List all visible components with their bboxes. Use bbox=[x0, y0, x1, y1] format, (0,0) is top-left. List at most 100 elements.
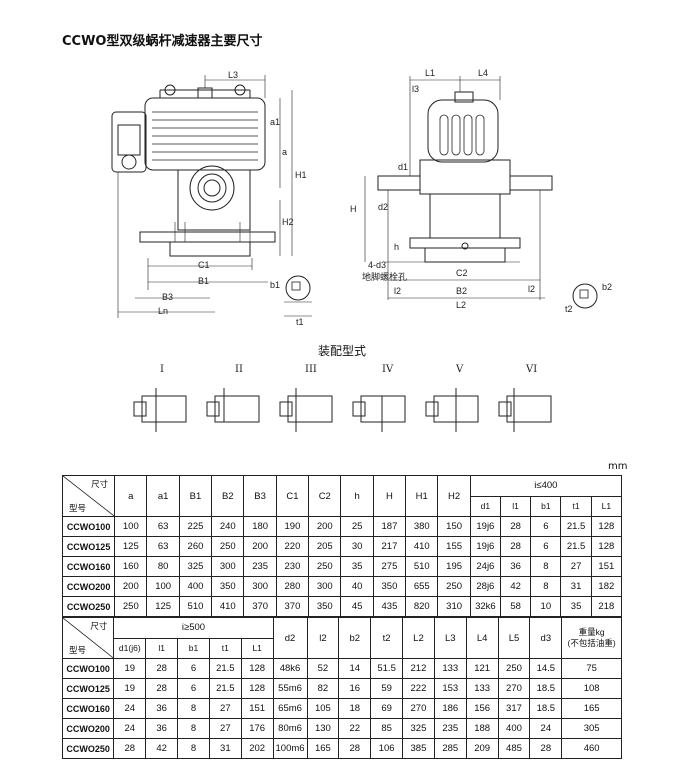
col-header: d2 bbox=[272, 617, 308, 659]
value-cell: 305 bbox=[561, 718, 622, 739]
model-cell: CCWO200 bbox=[61, 576, 116, 597]
value-cell: 28 bbox=[499, 536, 532, 557]
value-cell: 80 bbox=[146, 556, 180, 577]
label-d1: d1 bbox=[398, 162, 408, 172]
value-cell: 14.5 bbox=[529, 658, 563, 679]
value-cell: 65m6 bbox=[272, 698, 308, 719]
value-cell: 52 bbox=[306, 658, 340, 679]
label-l2-left: l2 bbox=[394, 286, 401, 296]
value-cell: 160 bbox=[114, 556, 148, 577]
value-cell: 36 bbox=[499, 556, 532, 577]
value-cell: 250 bbox=[437, 576, 471, 597]
value-cell: 128 bbox=[240, 678, 274, 699]
value-cell: 36 bbox=[145, 718, 179, 739]
value-cell: 100 bbox=[114, 516, 148, 537]
value-cell: 820 bbox=[405, 596, 439, 617]
col-header: L1 bbox=[590, 495, 623, 517]
value-cell: 121 bbox=[465, 658, 499, 679]
value-cell: 200 bbox=[243, 536, 277, 557]
assembly-type-1 bbox=[133, 388, 187, 432]
value-cell: 128 bbox=[590, 536, 623, 557]
value-cell: 300 bbox=[243, 576, 277, 597]
value-cell: 285 bbox=[433, 738, 467, 759]
value-cell: 21.5 bbox=[208, 658, 242, 679]
value-cell: 55m6 bbox=[272, 678, 308, 699]
col-header: l1 bbox=[145, 637, 179, 659]
value-cell: 106 bbox=[370, 738, 404, 759]
value-cell: 42 bbox=[499, 576, 532, 597]
value-cell: 19j6 bbox=[469, 516, 501, 537]
value-cell: 202 bbox=[240, 738, 274, 759]
col-header: d1(j6) bbox=[113, 637, 147, 659]
reducer-drawing: L3 a1 a H1 H2 C1 B1 B3 Ln b1 t1 bbox=[111, 68, 612, 432]
value-cell: 187 bbox=[372, 516, 407, 537]
value-cell: 30 bbox=[340, 536, 374, 557]
value-cell: 240 bbox=[211, 516, 245, 537]
value-cell: 14 bbox=[338, 658, 372, 679]
label-h: h bbox=[394, 242, 399, 252]
value-cell: 410 bbox=[405, 536, 439, 557]
value-cell: 28j6 bbox=[469, 576, 501, 597]
model-cell: CCWO250 bbox=[61, 738, 115, 759]
value-cell: 180 bbox=[243, 516, 277, 537]
col-header: L1 bbox=[240, 637, 274, 659]
value-cell: 100m6 bbox=[272, 738, 308, 759]
value-cell: 128 bbox=[240, 658, 274, 679]
col-header: B3 bbox=[243, 475, 277, 517]
value-cell: 435 bbox=[372, 596, 407, 617]
unit-label: mm bbox=[608, 461, 628, 472]
value-cell: 125 bbox=[114, 536, 148, 557]
front-view bbox=[111, 75, 312, 318]
col-header: t2 bbox=[370, 617, 404, 659]
label-L1: L1 bbox=[425, 68, 435, 78]
value-cell: 108 bbox=[561, 678, 622, 699]
value-cell: 250 bbox=[308, 556, 342, 577]
assembly-type-6 bbox=[498, 388, 552, 432]
value-cell: 156 bbox=[465, 698, 499, 719]
value-cell: 6 bbox=[530, 536, 562, 557]
value-cell: 212 bbox=[402, 658, 435, 679]
value-cell: 655 bbox=[405, 576, 439, 597]
value-cell: 150 bbox=[437, 516, 471, 537]
value-cell: 16 bbox=[338, 678, 372, 699]
value-cell: 130 bbox=[306, 718, 340, 739]
col-header: H1 bbox=[405, 475, 439, 517]
value-cell: 280 bbox=[275, 576, 310, 597]
model-cell: CCWO125 bbox=[61, 536, 116, 557]
label-L2: L2 bbox=[456, 300, 466, 310]
col-header: b1 bbox=[177, 637, 210, 659]
value-cell: 153 bbox=[433, 678, 467, 699]
value-cell: 270 bbox=[497, 678, 531, 699]
value-cell: 36 bbox=[145, 698, 179, 719]
col-header: d1 bbox=[469, 495, 501, 517]
value-cell: 48k6 bbox=[272, 658, 308, 679]
value-cell: 6 bbox=[177, 678, 210, 699]
assembly-type-3 bbox=[279, 388, 333, 432]
value-cell: 8 bbox=[530, 556, 562, 577]
value-cell: 21.5 bbox=[208, 678, 242, 699]
value-cell: 8 bbox=[177, 738, 210, 759]
label-t1: t1 bbox=[296, 317, 304, 327]
model-cell: CCWO125 bbox=[61, 678, 115, 699]
value-cell: 510 bbox=[178, 596, 213, 617]
value-cell: 188 bbox=[465, 718, 499, 739]
dimension-table-1: 尺寸 型号 a a1 B1 B2 B3 C1 C2 h H H1 H2 i≤40… bbox=[61, 475, 623, 617]
value-cell: 27 bbox=[208, 718, 242, 739]
value-cell: 28 bbox=[113, 738, 147, 759]
label-H2: H2 bbox=[282, 217, 294, 227]
col-header: L2 bbox=[402, 617, 435, 659]
label-a1: a1 bbox=[270, 117, 280, 127]
value-cell: 186 bbox=[433, 698, 467, 719]
value-cell: 24 bbox=[529, 718, 563, 739]
col-header: a bbox=[114, 475, 148, 517]
value-cell: 260 bbox=[178, 536, 213, 557]
value-cell: 165 bbox=[306, 738, 340, 759]
value-cell: 24 bbox=[113, 698, 147, 719]
value-cell: 235 bbox=[433, 718, 467, 739]
label-H1: H1 bbox=[295, 170, 307, 180]
